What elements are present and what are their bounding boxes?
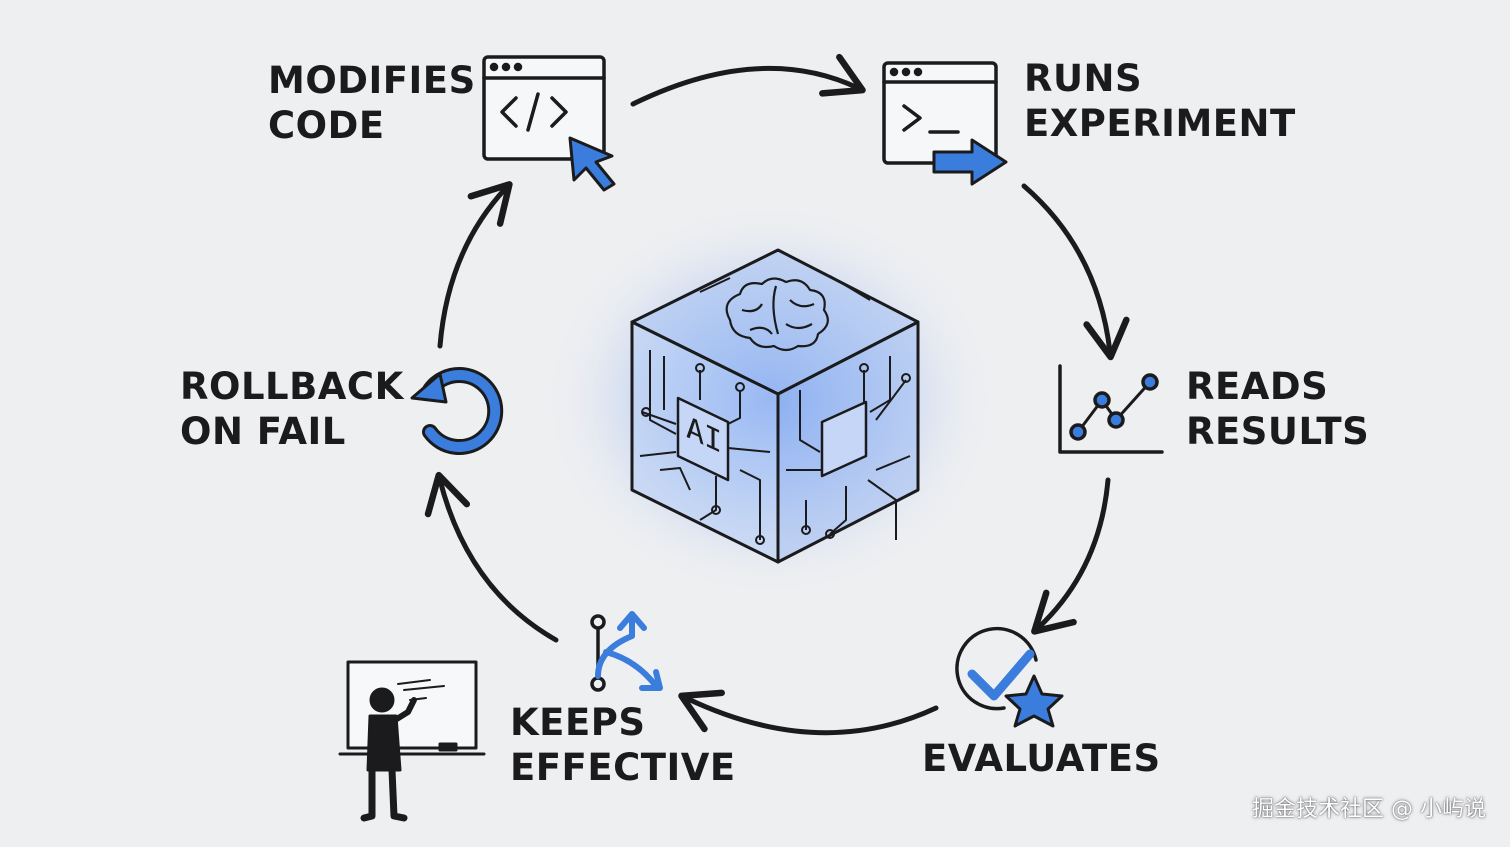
arrow-keep-to-rollback [424,471,559,643]
arrow-rollback-to-code [437,181,513,349]
cycle-arrows [424,53,1130,736]
arrow-read-to-eval [1031,477,1111,635]
ai-brain-cube-icon [630,248,920,564]
check-star-icon [955,626,1064,728]
step-label-rollback-on-fail: ROLLBACK ON FAIL [180,365,404,453]
terminal-window-icon [882,61,998,165]
code-window-icon [482,55,606,161]
run-arrow-icon [932,138,1008,186]
arrow-eval-to-keep [678,689,939,736]
watermark: 掘金技术社区 @ 小屿说 [1252,797,1486,822]
step-label-modifies-code: MODIFIES CODE [268,59,476,147]
brain-icon [725,277,829,352]
rollback-icon [410,367,504,455]
step-label-reads-results: READS RESULTS [1186,365,1370,453]
step-label-runs-experiment: RUNS EXPERIMENT [1024,57,1296,145]
line-chart-icon [1058,364,1164,454]
cursor-icon [568,136,616,192]
git-branch-icon [590,611,663,692]
arrow-code-to-run [630,53,866,107]
person-at-whiteboard-icon [338,660,486,822]
step-label-evaluates: EVALUATES [922,737,1161,780]
arrow-run-to-read [1021,183,1130,361]
step-label-keeps-effective: KEEPS EFFECTIVE [510,701,736,789]
circuit-traces-left [639,350,771,545]
